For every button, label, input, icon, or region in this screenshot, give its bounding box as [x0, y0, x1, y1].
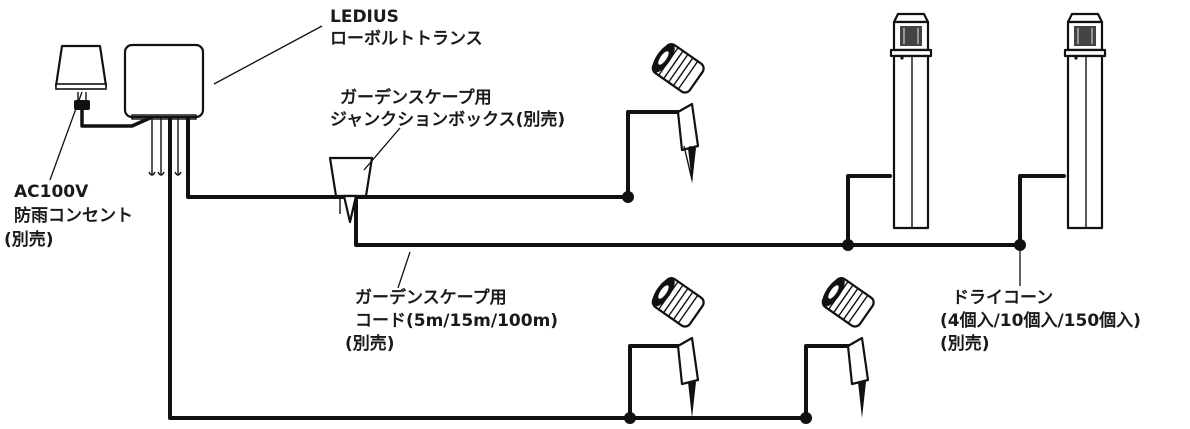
bollard-light-left [889, 12, 933, 230]
wire-network [168, 110, 1066, 420]
connector-dot [1014, 239, 1026, 251]
wire-lower-branch [168, 116, 810, 420]
cone-label-line3: (別売) [940, 333, 990, 354]
outlet-label-line3: (別売) [4, 229, 54, 250]
spotlight-upper [651, 43, 705, 184]
wire-bollard1-riser [846, 174, 892, 247]
outlet-label-line1: AC100V [14, 182, 89, 202]
spotlight-lower-right [821, 277, 875, 418]
connector-dot [842, 239, 854, 251]
outlet-label-line2: 防雨コンセント [14, 205, 133, 226]
junction-label-line1: ガーデンスケープ用 [340, 87, 492, 108]
bollard-light-right [1063, 12, 1107, 230]
connector-dot [624, 412, 636, 424]
wire-spot2-riser [628, 344, 692, 420]
leader-lines [49, 25, 1021, 289]
cord-label-line1: ガーデンスケープ用 [355, 287, 507, 308]
transformer-label-line2: ローボルトトランス [330, 29, 483, 49]
connector-dot [800, 412, 812, 424]
wire-bollard2-riser [1018, 174, 1066, 247]
outlet-icon [54, 44, 152, 128]
wire-middle-branch [354, 198, 1022, 247]
wire-spot3-riser [804, 344, 862, 420]
junction-box-icon [328, 156, 374, 224]
junction-label-line2: ジャンクションボックス(別売) [330, 109, 565, 130]
cord-label-line2: コード(5m/15m/100m) [355, 311, 558, 331]
cone-label-line2: (4個入/10個入/150個入) [940, 310, 1141, 331]
transformer-icon [123, 43, 205, 176]
cone-label-line1: ドライコーン [952, 288, 1053, 308]
spotlight-lower-left [651, 277, 705, 418]
transformer-label-line1: LEDIUS [330, 7, 399, 27]
cord-label-line3: (別売) [345, 333, 395, 354]
connection-dots [622, 191, 1026, 424]
connector-dot [622, 191, 634, 203]
